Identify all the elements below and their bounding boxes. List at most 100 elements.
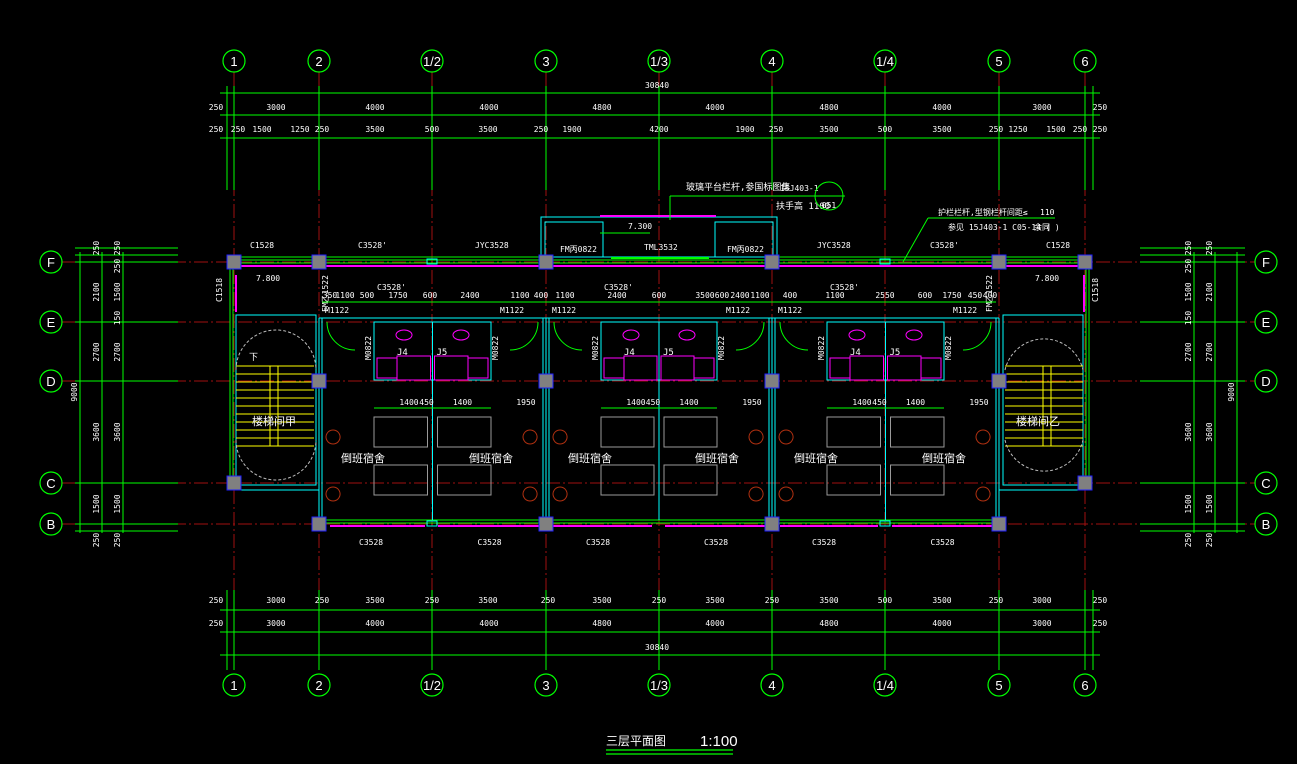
washbasin xyxy=(622,329,640,341)
dimension-value: 250 xyxy=(1184,259,1193,274)
dimension-value: 1400 xyxy=(906,398,925,407)
dimension-value: 1100 xyxy=(825,291,844,300)
door-label: M0822 xyxy=(364,336,373,360)
dimension-value: 250 xyxy=(765,596,780,605)
dimension-value: 1500 xyxy=(1205,494,1214,513)
leader-line xyxy=(902,217,929,263)
dimension-value: 3500 xyxy=(365,596,384,605)
bed-desk-unit xyxy=(437,416,492,448)
dimension-value: 1500 xyxy=(252,125,271,134)
dimension-value: 1750 xyxy=(388,291,407,300)
dimension-value: 3600 xyxy=(113,422,122,441)
door-swing xyxy=(326,321,356,351)
axis-bubble xyxy=(1073,673,1097,697)
dimension-value: 250 xyxy=(989,125,1004,134)
dimension-value: 2400 xyxy=(730,291,749,300)
window-label: C1528 xyxy=(1046,241,1070,250)
washbasin xyxy=(905,329,923,341)
dimension-value: 3600 xyxy=(1205,422,1214,441)
bed-desk-unit xyxy=(600,416,655,448)
dimension-value: 4800 xyxy=(819,103,838,112)
dimension-value: 250 xyxy=(1205,241,1214,256)
room-label: 倒班宿舍 xyxy=(695,451,739,465)
window-label: C3528 xyxy=(586,538,610,547)
axis-label: 4 xyxy=(768,54,775,69)
annotation-text: 护栏栏杆,型钢栏杆间距≤ xyxy=(938,207,1028,217)
dimension-value: 1500 xyxy=(1046,125,1065,134)
dimension-value: 250 xyxy=(1073,125,1088,134)
axis-bubble xyxy=(534,673,558,697)
axis-bubble xyxy=(647,673,671,697)
dimension-value: 600 xyxy=(652,291,667,300)
dimension-value: 450 xyxy=(968,291,983,300)
dimension-value: 250 xyxy=(209,619,224,628)
dimension-value: 1900 xyxy=(562,125,581,134)
toilet-compartment xyxy=(849,355,884,381)
bed-desk-unit xyxy=(826,464,881,496)
axis-bubble xyxy=(873,49,897,73)
axis-label: E xyxy=(1262,315,1271,330)
dimension-value: 250 xyxy=(209,103,224,112)
axis-label: 2 xyxy=(315,678,322,693)
chair xyxy=(975,486,991,502)
dimension-value: 4000 xyxy=(479,619,498,628)
bed-desk-unit xyxy=(890,416,945,448)
annotation-text: 参见 15J403-1 C05-14 ( xyxy=(948,222,1051,232)
axis-label: C xyxy=(1261,476,1270,491)
room-label: 倒班宿舍 xyxy=(794,451,838,465)
axis-bubble xyxy=(1254,471,1278,495)
dimension-value: 3500 xyxy=(705,596,724,605)
toilet-compartment xyxy=(887,355,922,381)
bed-desk-unit xyxy=(663,416,718,448)
dimension-value: 250 xyxy=(113,533,122,548)
door-label: M1122 xyxy=(552,306,576,315)
window-label: C3528 xyxy=(478,538,502,547)
washbasin xyxy=(452,329,470,341)
dimension-value: 3500 xyxy=(932,596,951,605)
structural-column xyxy=(538,254,554,270)
axis-label: 5 xyxy=(995,678,1002,693)
dimension-total: 30840 xyxy=(645,81,669,90)
structural-column xyxy=(311,516,327,532)
dimension-value: 3000 xyxy=(266,596,285,605)
axis-label: 1 xyxy=(230,54,237,69)
stair-turn-arc xyxy=(235,329,317,481)
dimension-value: 3500 xyxy=(478,596,497,605)
axis-bubble xyxy=(1254,310,1278,334)
detail-index-circle xyxy=(814,181,844,211)
structural-column xyxy=(226,254,242,270)
dimension-value: 2400 xyxy=(607,291,626,300)
chair xyxy=(325,429,341,445)
axis-bubble xyxy=(39,250,63,274)
dimension-value: 250 xyxy=(541,596,556,605)
dimension-value: 250 xyxy=(1093,596,1108,605)
shaft-label: J4 xyxy=(397,348,408,358)
dimension-value: 250 xyxy=(92,533,101,548)
axis-bubble xyxy=(534,49,558,73)
dimension-value: 250 xyxy=(315,125,330,134)
stair-direction: 下 xyxy=(249,353,258,363)
axis-label: 1 xyxy=(230,678,237,693)
dimension-value: 2400 xyxy=(460,291,479,300)
door-label: TML3532 xyxy=(644,243,678,252)
chair xyxy=(778,429,794,445)
door-swing xyxy=(962,321,992,351)
chair xyxy=(522,486,538,502)
dimension-value: 1950 xyxy=(969,398,988,407)
dimension-value: 1900 xyxy=(735,125,754,134)
window-label: JYC3528 xyxy=(475,241,509,250)
stair-enclosure-left xyxy=(235,314,317,486)
chair xyxy=(552,429,568,445)
axis-bubble xyxy=(1254,250,1278,274)
axis-label: 1/4 xyxy=(876,54,894,69)
axis-label: 3 xyxy=(542,678,549,693)
washbasin xyxy=(395,329,413,341)
washbasin xyxy=(678,329,696,341)
drawing-title: 三层平面图 xyxy=(606,734,666,748)
axis-label: B xyxy=(47,517,56,532)
axis-label: 6 xyxy=(1081,54,1088,69)
dimension-value: 250 xyxy=(769,125,784,134)
axis-bubble xyxy=(222,673,246,697)
